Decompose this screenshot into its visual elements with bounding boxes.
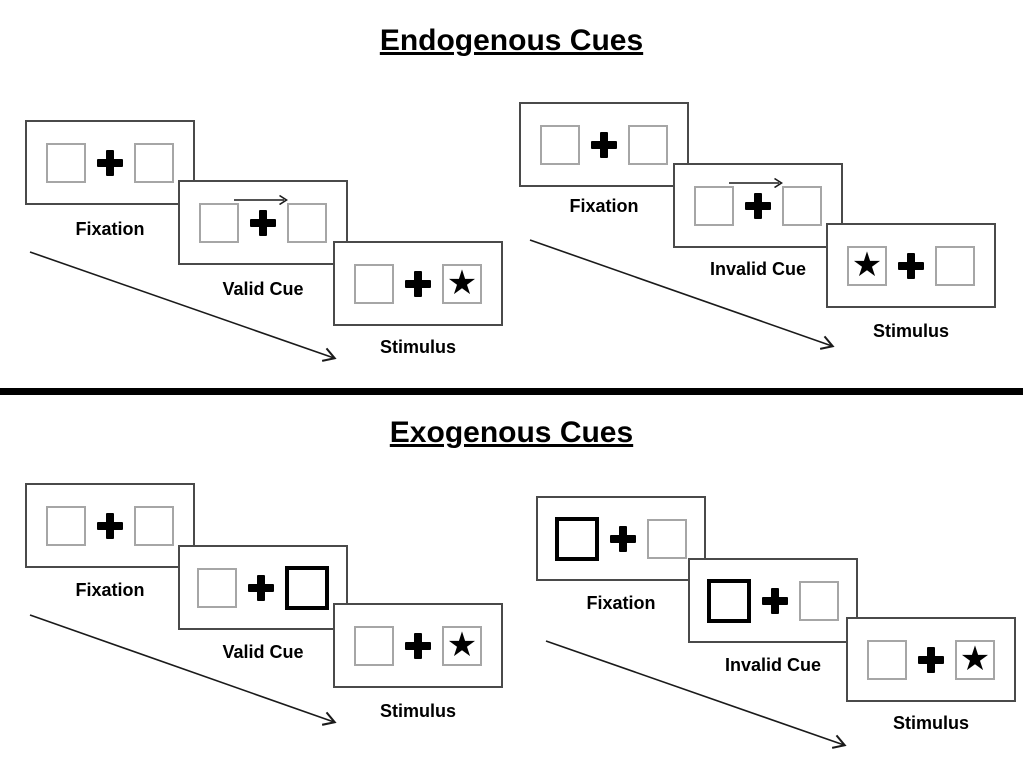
center-symbols [610, 525, 636, 552]
left-placeholder-box [46, 142, 86, 183]
exo-valid-panel-valid-cue [178, 545, 348, 630]
left-placeholder-box [197, 567, 237, 608]
display-row [707, 578, 839, 623]
section-title-endogenous: Endogenous Cues [379, 24, 644, 57]
right-placeholder-box: ★ [442, 262, 482, 304]
panel-label: Fixation [75, 580, 145, 600]
display-row: ★ [867, 638, 995, 680]
panel-label: Stimulus [379, 337, 456, 357]
display-row: ★ [847, 244, 975, 286]
right-placeholder-box [628, 124, 668, 165]
fixation-cross-icon [250, 209, 276, 236]
left-placeholder-box [694, 185, 734, 226]
panel-label: Fixation [586, 593, 656, 613]
fixation-cross-icon [918, 646, 944, 673]
display-row [694, 177, 822, 226]
endo-valid-panel-valid-cue [178, 180, 348, 265]
display-row [555, 516, 687, 561]
section-title-exogenous: Exogenous Cues [389, 416, 634, 449]
cue-arrow-icon [234, 194, 288, 205]
panel-label: Stimulus [379, 701, 456, 721]
right-placeholder-box [287, 202, 327, 243]
center-symbols [729, 177, 783, 219]
target-star-icon: ★ [446, 624, 478, 665]
right-placeholder-box [935, 245, 975, 286]
display-row [197, 565, 329, 610]
endo-valid-time-arrow [29, 251, 337, 362]
left-placeholder-box-cue-highlight [555, 516, 599, 561]
left-placeholder-box [354, 625, 394, 666]
display-row [199, 194, 327, 243]
target-star-icon: ★ [959, 638, 991, 679]
left-placeholder-box [46, 505, 86, 546]
right-placeholder-box [134, 142, 174, 183]
endo-valid-panel-fixation [25, 120, 195, 205]
exo-invalid-panel-stimulus: ★ [846, 617, 1016, 702]
center-symbols [234, 194, 288, 236]
panel-label: Invalid Cue [724, 655, 822, 675]
target-star-icon: ★ [851, 244, 883, 285]
left-placeholder-box [867, 639, 907, 680]
center-symbols [405, 270, 431, 297]
center-symbols [918, 646, 944, 673]
endo-invalid-panel-invalid-cue [673, 163, 843, 248]
left-placeholder-box [540, 124, 580, 165]
exo-valid-time-arrow [29, 614, 337, 726]
fixation-cross-icon [405, 632, 431, 659]
right-placeholder-box [134, 505, 174, 546]
panel-label: Fixation [569, 196, 639, 216]
fixation-cross-icon [762, 587, 788, 614]
panel-label: Stimulus [872, 321, 949, 341]
fixation-cross-icon [405, 270, 431, 297]
fixation-cross-icon [591, 131, 617, 158]
exo-invalid-panel-fixation [536, 496, 706, 581]
display-row: ★ [354, 624, 482, 666]
fixation-cross-icon [248, 574, 274, 601]
endo-invalid-panel-fixation [519, 102, 689, 187]
exo-valid-panel-stimulus: ★ [333, 603, 503, 688]
fixation-cross-icon [610, 525, 636, 552]
fixation-cross-icon [745, 192, 771, 219]
panel-label: Stimulus [892, 713, 969, 733]
right-placeholder-box [782, 185, 822, 226]
display-row [46, 505, 174, 546]
right-placeholder-box-cue-highlight [285, 565, 329, 610]
exo-invalid-time-arrow [545, 640, 847, 749]
display-row [540, 124, 668, 165]
cue-arrow-icon [729, 177, 783, 188]
left-placeholder-box-cue-highlight [707, 578, 751, 623]
exo-valid-panel-fixation [25, 483, 195, 568]
panel-label: Valid Cue [222, 279, 304, 299]
section-divider [0, 388, 1023, 395]
right-placeholder-box: ★ [442, 624, 482, 666]
center-symbols [248, 574, 274, 601]
right-placeholder-box: ★ [955, 638, 995, 680]
endo-invalid-time-arrow [529, 239, 835, 350]
center-symbols [97, 149, 123, 176]
center-symbols [898, 252, 924, 279]
exo-invalid-panel-invalid-cue [688, 558, 858, 643]
fixation-cross-icon [97, 512, 123, 539]
display-row: ★ [354, 262, 482, 304]
left-placeholder-box [354, 263, 394, 304]
fixation-cross-icon [97, 149, 123, 176]
center-symbols [97, 512, 123, 539]
panel-label: Fixation [75, 219, 145, 239]
panel-label: Invalid Cue [709, 259, 807, 279]
display-row [46, 142, 174, 183]
panel-label: Valid Cue [222, 642, 304, 662]
endo-valid-panel-stimulus: ★ [333, 241, 503, 326]
center-symbols [762, 587, 788, 614]
center-symbols [591, 131, 617, 158]
endo-invalid-panel-stimulus: ★ [826, 223, 996, 308]
left-placeholder-box: ★ [847, 244, 887, 286]
right-placeholder-box [647, 518, 687, 559]
right-placeholder-box [799, 580, 839, 621]
fixation-cross-icon [898, 252, 924, 279]
target-star-icon: ★ [446, 262, 478, 303]
center-symbols [405, 632, 431, 659]
left-placeholder-box [199, 202, 239, 243]
